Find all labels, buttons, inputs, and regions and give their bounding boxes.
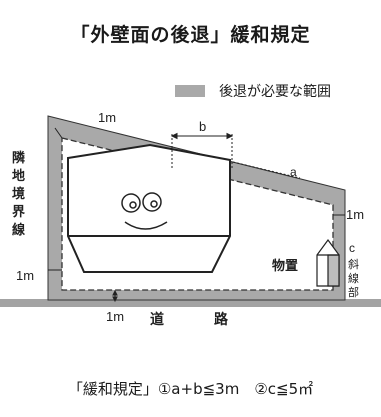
c-note-char: 斜	[348, 258, 359, 271]
storage-label: 物置	[272, 258, 298, 274]
neighbor-boundary-char: 線	[12, 222, 26, 238]
neighbor-boundary-char: 境	[12, 186, 25, 202]
bottom-setback-label: 1m	[106, 309, 124, 324]
a-dimension	[232, 161, 301, 179]
diagram-title: 「外壁面の後退」緩和規定	[70, 24, 311, 46]
relaxation-rule-note: 「緩和規定」①a+b≦3m ②c≦5㎡	[67, 380, 314, 398]
storage-shed	[316, 238, 340, 287]
ground-strip	[0, 299, 381, 307]
a-label: a	[290, 165, 297, 179]
setback-markers	[48, 127, 345, 303]
face-doodle	[121, 192, 168, 230]
c-note-char: 線	[348, 271, 359, 285]
b-dimension	[170, 132, 234, 170]
legend: 後退が必要な範囲	[175, 81, 331, 101]
c-note-label: 斜 線 部	[348, 258, 359, 299]
house	[67, 143, 231, 273]
top-left-setback-label: 1m	[98, 110, 116, 125]
c-note-char: 部	[348, 285, 359, 299]
neighbor-boundary-char: 隣	[12, 150, 25, 166]
legend-swatch	[175, 85, 205, 97]
legend-label: 後退が必要な範囲	[219, 84, 331, 100]
neighbor-boundary-label: 隣 地 境 界 線	[12, 150, 26, 238]
left-setback-label: 1m	[16, 268, 34, 283]
neighbor-boundary-char: 地	[12, 168, 25, 184]
road-char-2: 路	[214, 311, 229, 328]
road-char-1: 道	[150, 311, 164, 328]
right-setback-label: 1m	[346, 207, 364, 222]
neighbor-boundary-char: 界	[12, 204, 25, 220]
b-label: b	[199, 119, 206, 134]
c-label: c	[349, 241, 355, 255]
setback-line	[61, 137, 334, 291]
